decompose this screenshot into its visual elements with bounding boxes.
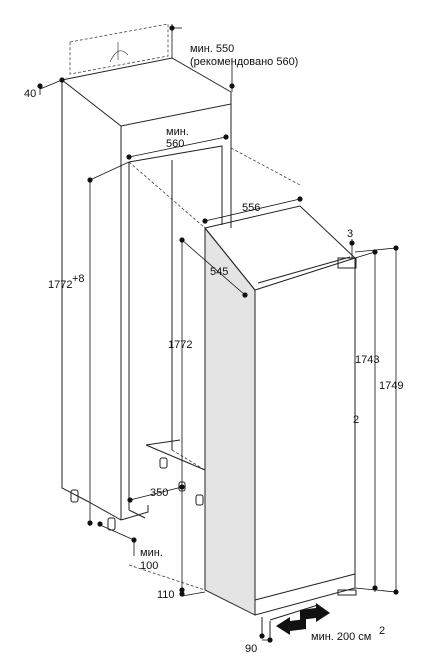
dim-inner-height <box>179 240 185 593</box>
dim-niche-width <box>126 134 229 160</box>
vent-min-label: мин. <box>140 547 163 559</box>
vent-area-sup-label: 2 <box>379 625 385 637</box>
side-40-label: 40 <box>24 88 36 100</box>
base-depth-label: 350 <box>150 487 168 499</box>
dim-top-width <box>169 24 235 92</box>
vent-val-label: 100 <box>140 560 158 572</box>
dim-base-110 <box>179 591 206 597</box>
appliance-h2-label: 1749 <box>379 380 403 392</box>
vent-area-label: мин. 200 см <box>311 631 371 643</box>
dim-appliance-width <box>202 196 303 224</box>
gap-3-label: 3 <box>347 228 353 240</box>
dim-base-90 <box>259 633 273 643</box>
niche-height-tol-label: +8 <box>72 273 85 285</box>
niche-top-min-label: мин. 550 <box>190 43 234 55</box>
appliance-width-label: 556 <box>242 202 260 214</box>
appliance-h1-label: 1743 <box>355 354 379 366</box>
ventilation-arrows <box>276 603 330 635</box>
dim-vent-100 <box>97 521 137 556</box>
dim-base-depth <box>127 484 185 503</box>
dim-side-40 <box>37 77 65 95</box>
niche-width-min-label: мин. <box>166 126 189 138</box>
niche-width-val-label: 560 <box>166 138 184 150</box>
dim-gap-3 <box>349 239 355 258</box>
appliance-depth-label: 545 <box>210 266 228 278</box>
niche-height-label: 1772 <box>48 279 72 291</box>
base-110-label: 110 <box>157 589 175 601</box>
niche-top-rec-label: (рекомендовано 560) <box>190 56 298 68</box>
base-90-label: 90 <box>245 643 257 655</box>
inner-height-label: 1772 <box>168 339 192 351</box>
dim-appliance-heights <box>354 245 399 595</box>
appliance: 2 <box>204 205 359 640</box>
note-2-label: 2 <box>353 414 359 426</box>
niche-cabinet <box>61 23 301 591</box>
dim-niche-height <box>87 161 130 526</box>
